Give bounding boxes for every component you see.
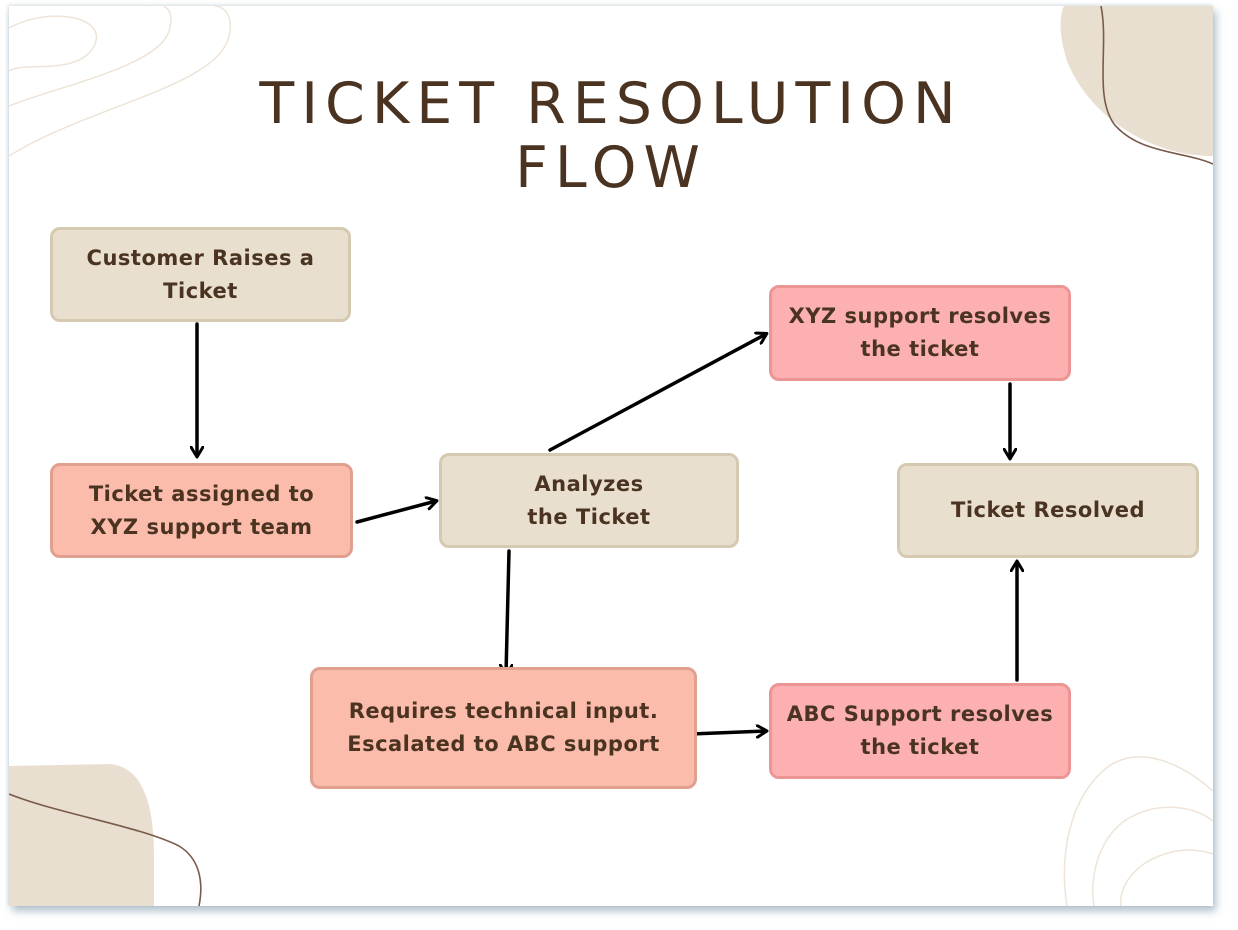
node-customer-raises-ticket: Customer Raises a Ticket (50, 227, 351, 322)
node-abc-support-resolves: ABC Support resolves the ticket (769, 683, 1071, 779)
arrow-analyzes-to-requires-technical (506, 549, 509, 674)
node-customer-raises-ticket-label: Customer Raises a Ticket (86, 245, 315, 303)
node-ticket-resolved: Ticket Resolved (897, 463, 1199, 558)
node-requires-technical-input-label: Requires technical input. Escalated to A… (347, 699, 660, 756)
node-abc-support-resolves-label: ABC Support resolves the ticket (786, 702, 1054, 759)
slide: TICKET RESOLUTION FLOW Customer Raises a… (9, 6, 1213, 906)
top-left-contour-lines (9, 6, 231, 157)
node-analyzes-ticket: Analyzes the Ticket (439, 453, 739, 548)
bottom-left-curve (9, 793, 202, 906)
node-xyz-support-resolves-label: XYZ support resolves the ticket (788, 304, 1052, 361)
title-line-1: TICKET RESOLUTION (259, 71, 963, 137)
node-ticket-resolved-label: Ticket Resolved (951, 498, 1145, 522)
bottom-left-blob (9, 764, 154, 906)
node-xyz-support-resolves: XYZ support resolves the ticket (769, 285, 1071, 381)
page-title: TICKET RESOLUTION FLOW (9, 72, 1213, 200)
node-analyzes-ticket-label: Analyzes the Ticket (527, 471, 651, 529)
top-right-blob (1060, 6, 1213, 156)
bottom-right-contour-lines (1063, 756, 1213, 906)
node-ticket-assigned-xyz: Ticket assigned to XYZ support team (50, 463, 353, 558)
title-line-2: FLOW (515, 135, 707, 201)
flow-connectors (9, 322, 1213, 906)
arrow-requires-technical-to-abc-resolves (689, 731, 766, 734)
node-ticket-assigned-xyz-label: Ticket assigned to XYZ support team (88, 481, 315, 539)
arrow-assigned-to-analyzes (355, 501, 436, 524)
top-right-curve (1100, 6, 1213, 165)
decorative-background (9, 6, 1213, 906)
arrow-analyzes-to-xyz-resolves (548, 334, 766, 452)
node-requires-technical-input: Requires technical input. Escalated to A… (310, 667, 697, 789)
